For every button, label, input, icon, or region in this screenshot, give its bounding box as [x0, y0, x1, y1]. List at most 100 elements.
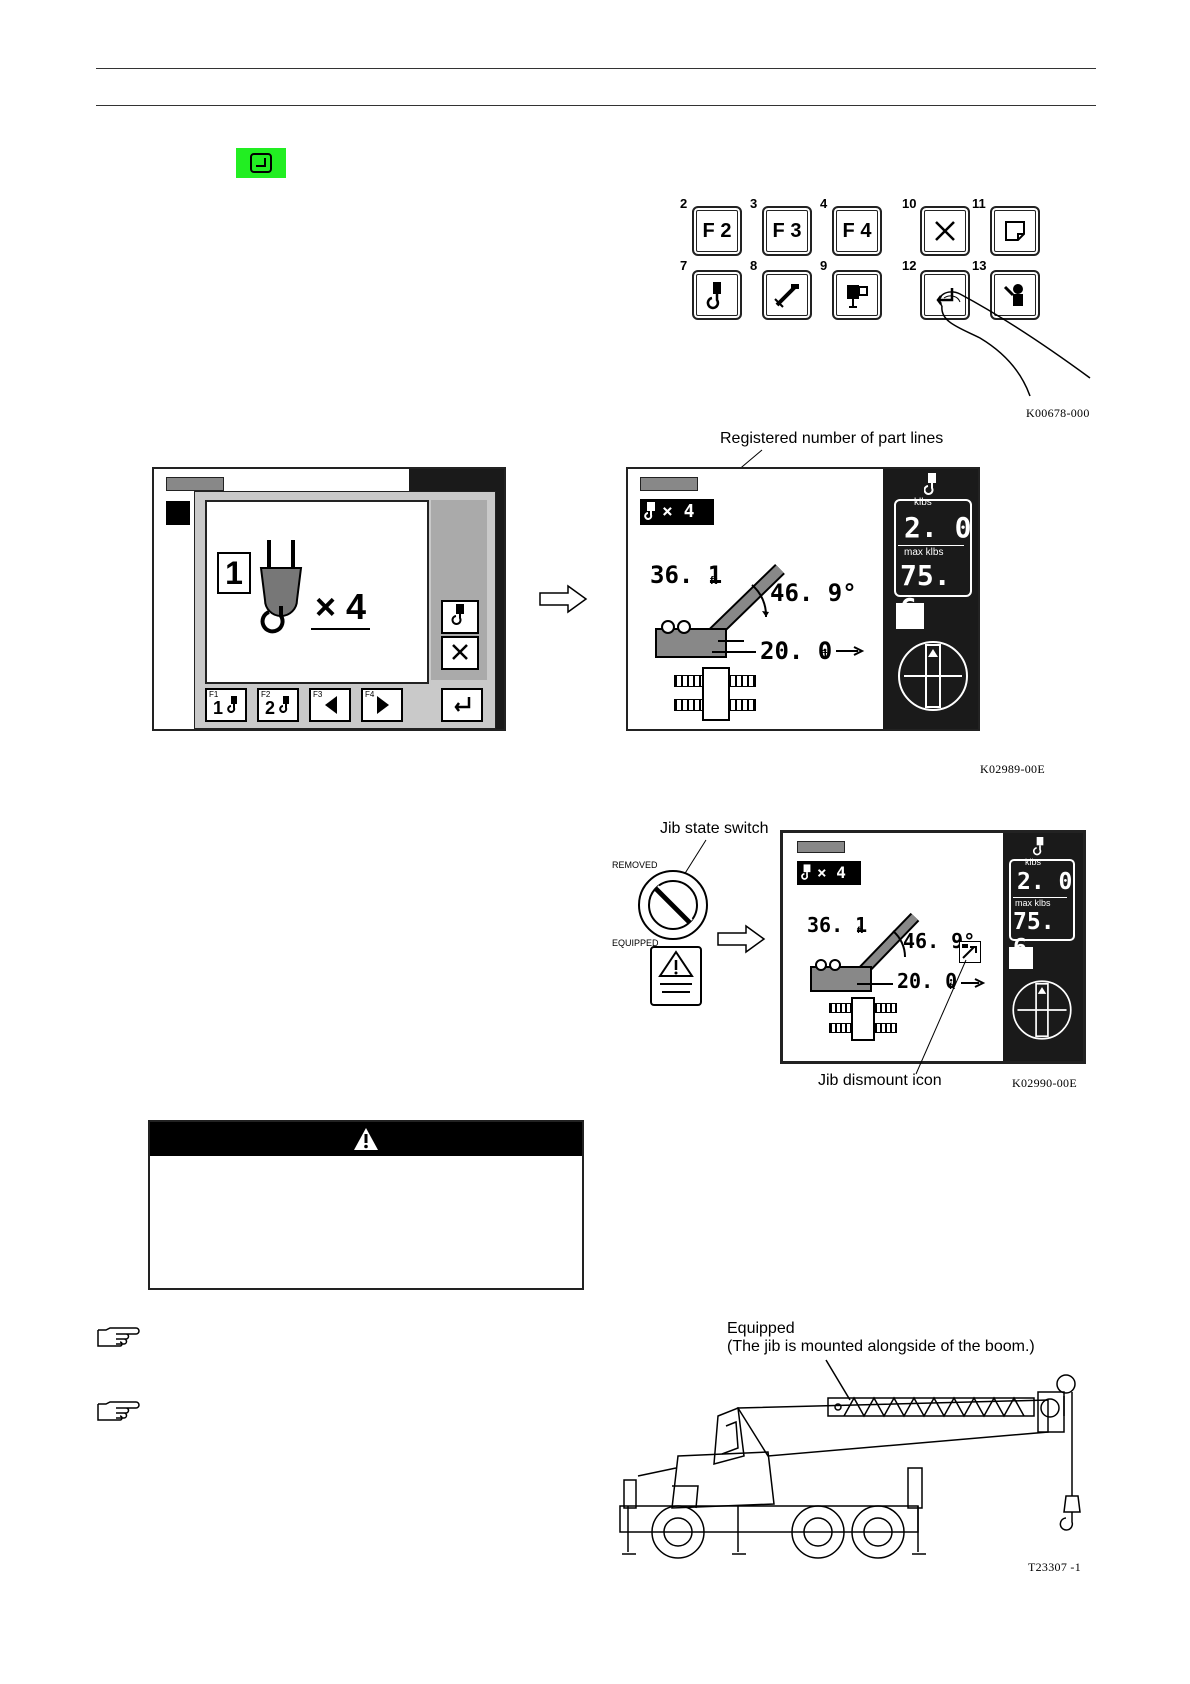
f3-key[interactable]: F 3: [762, 206, 812, 256]
boom-length-unit: ft: [857, 925, 863, 935]
boom-length-value: 36. 1: [650, 561, 723, 589]
f-label: F3: [313, 690, 323, 699]
jib-dismount-icon: [959, 941, 981, 963]
boom-diagram: [810, 912, 920, 992]
max-load-unit: max klbs: [904, 547, 944, 558]
boom-icon: [774, 284, 799, 308]
warning-header: [150, 1122, 582, 1156]
f4-key[interactable]: F 4: [832, 206, 882, 256]
warning-box: [148, 1120, 584, 1290]
working-radius-value: 20. 0: [760, 637, 833, 665]
working-radius-unit: ft: [949, 981, 955, 991]
boom-key[interactable]: [762, 270, 812, 320]
actual-load-value: 2. 0: [904, 511, 972, 544]
close-icon: [935, 221, 955, 241]
actual-load-value: 2. 0: [1017, 869, 1073, 895]
pointing-hand-icon: [97, 1401, 140, 1421]
part-lines-indicator: × 4: [640, 499, 714, 525]
f4-right-button[interactable]: F4: [361, 688, 403, 722]
warning-icon: [354, 1128, 378, 1150]
warning-icon: [658, 950, 694, 993]
slewing-indicator: [898, 641, 968, 711]
key-number: 9: [820, 258, 828, 273]
f-label: F1: [209, 690, 219, 699]
header-rule-top: [96, 68, 1096, 69]
jib-dismount-label: Jib dismount icon: [818, 1072, 942, 1089]
part-lines-value: × 4: [817, 863, 846, 882]
crane-illustration: [619, 1359, 1081, 1559]
enter-key-highlight-icon: [236, 148, 286, 178]
hook-select-button[interactable]: [441, 600, 479, 634]
jib-warning-plate: [650, 946, 702, 1006]
figure-ref: K02990-00E: [1012, 1076, 1077, 1090]
page-key[interactable]: [990, 206, 1040, 256]
transition-arrow-icon: [539, 584, 588, 614]
close-icon: [452, 644, 468, 660]
keypad-figure: 2 3 4 10 11 F 2 F 3 F 4 7 8 9 12 13: [680, 192, 1100, 422]
hook-icon: [801, 864, 811, 880]
part-lines-indicator: × 4: [797, 861, 861, 885]
hook-icon: [279, 696, 289, 713]
f-number: 2: [265, 698, 276, 718]
key-number: 8: [750, 258, 758, 273]
working-radius-value: 20. 0: [897, 969, 958, 993]
outrigger-icon: [847, 285, 868, 308]
outrigger-key[interactable]: [832, 270, 882, 320]
figure-ref: T23307 -1: [1028, 1560, 1082, 1574]
f1-button[interactable]: F1 1: [205, 688, 247, 722]
key-number: 11: [972, 196, 986, 211]
popup-multiplier: × 4: [311, 586, 371, 630]
load-unit: klbs: [914, 497, 932, 508]
transition-arrow-icon: [717, 924, 766, 954]
max-load-unit: max klbs: [1015, 898, 1051, 908]
operator-icon: [1003, 284, 1023, 306]
arrow-right-icon: [836, 646, 865, 656]
figure-ref: K02989-00E: [980, 762, 1045, 776]
hook-icon: [644, 502, 655, 520]
arrow-left-icon: [325, 696, 337, 714]
hook-icon: [259, 540, 303, 634]
hook-icon: [924, 473, 936, 495]
jib-state-switch-icon[interactable]: [636, 868, 710, 942]
f3-left-button[interactable]: F3: [309, 688, 351, 722]
slewing-indicator: [1012, 980, 1072, 1040]
hook-icon: [451, 604, 464, 625]
key-number: 13: [972, 258, 987, 273]
f2-button[interactable]: F2 2: [257, 688, 299, 722]
equipped-title: Equipped: [727, 1320, 795, 1337]
enter-button[interactable]: [441, 688, 483, 722]
page-icon: [1005, 221, 1025, 241]
key-number: 3: [750, 196, 758, 211]
popup-line-number: 1: [217, 552, 251, 594]
boom-angle-value: 46. 9°: [770, 579, 857, 607]
hook-key[interactable]: [692, 270, 742, 320]
figure-ref: K00678-000: [1026, 406, 1090, 420]
equipped-label: EQUIPPED: [612, 938, 659, 948]
lcd-screen-jib: × 4 36. 1 ft 46. 9° 20. 0 ft klbs 2. 0 m…: [780, 830, 1086, 1064]
boom-length-value: 36. 1: [807, 913, 868, 937]
arrow-right-icon: [377, 696, 389, 714]
equipped-subtitle: (The jib is mounted alongside of the boo…: [727, 1338, 1035, 1355]
hook-icon: [227, 696, 237, 713]
key-number: 7: [680, 258, 688, 273]
pointing-hand-icon: [97, 1327, 140, 1347]
working-radius-unit: ft: [820, 649, 828, 661]
operator-key[interactable]: [990, 270, 1040, 320]
key-number: 10: [902, 196, 917, 211]
f-label: F2: [261, 690, 271, 699]
outrigger-indicator: [674, 667, 756, 721]
f2-key[interactable]: F 2: [692, 206, 742, 256]
hook-icon: [1033, 837, 1044, 856]
cancel-button[interactable]: [441, 636, 479, 670]
hook-icon: [706, 282, 721, 310]
part-lines-annotation: Registered number of part lines: [720, 430, 944, 447]
icon-leader: [915, 959, 967, 1075]
key-number: 4: [820, 196, 828, 211]
key-number: 2: [680, 196, 688, 211]
header-rule-bottom: [96, 105, 1096, 106]
cancel-key[interactable]: [920, 206, 970, 256]
arrow-right-icon: [961, 978, 986, 988]
lcd-screen-popup: 1 × 4 F1 1 F2 2 F3: [152, 467, 506, 731]
boom-length-unit: ft: [710, 575, 718, 587]
finger-illustration: [939, 291, 1091, 397]
